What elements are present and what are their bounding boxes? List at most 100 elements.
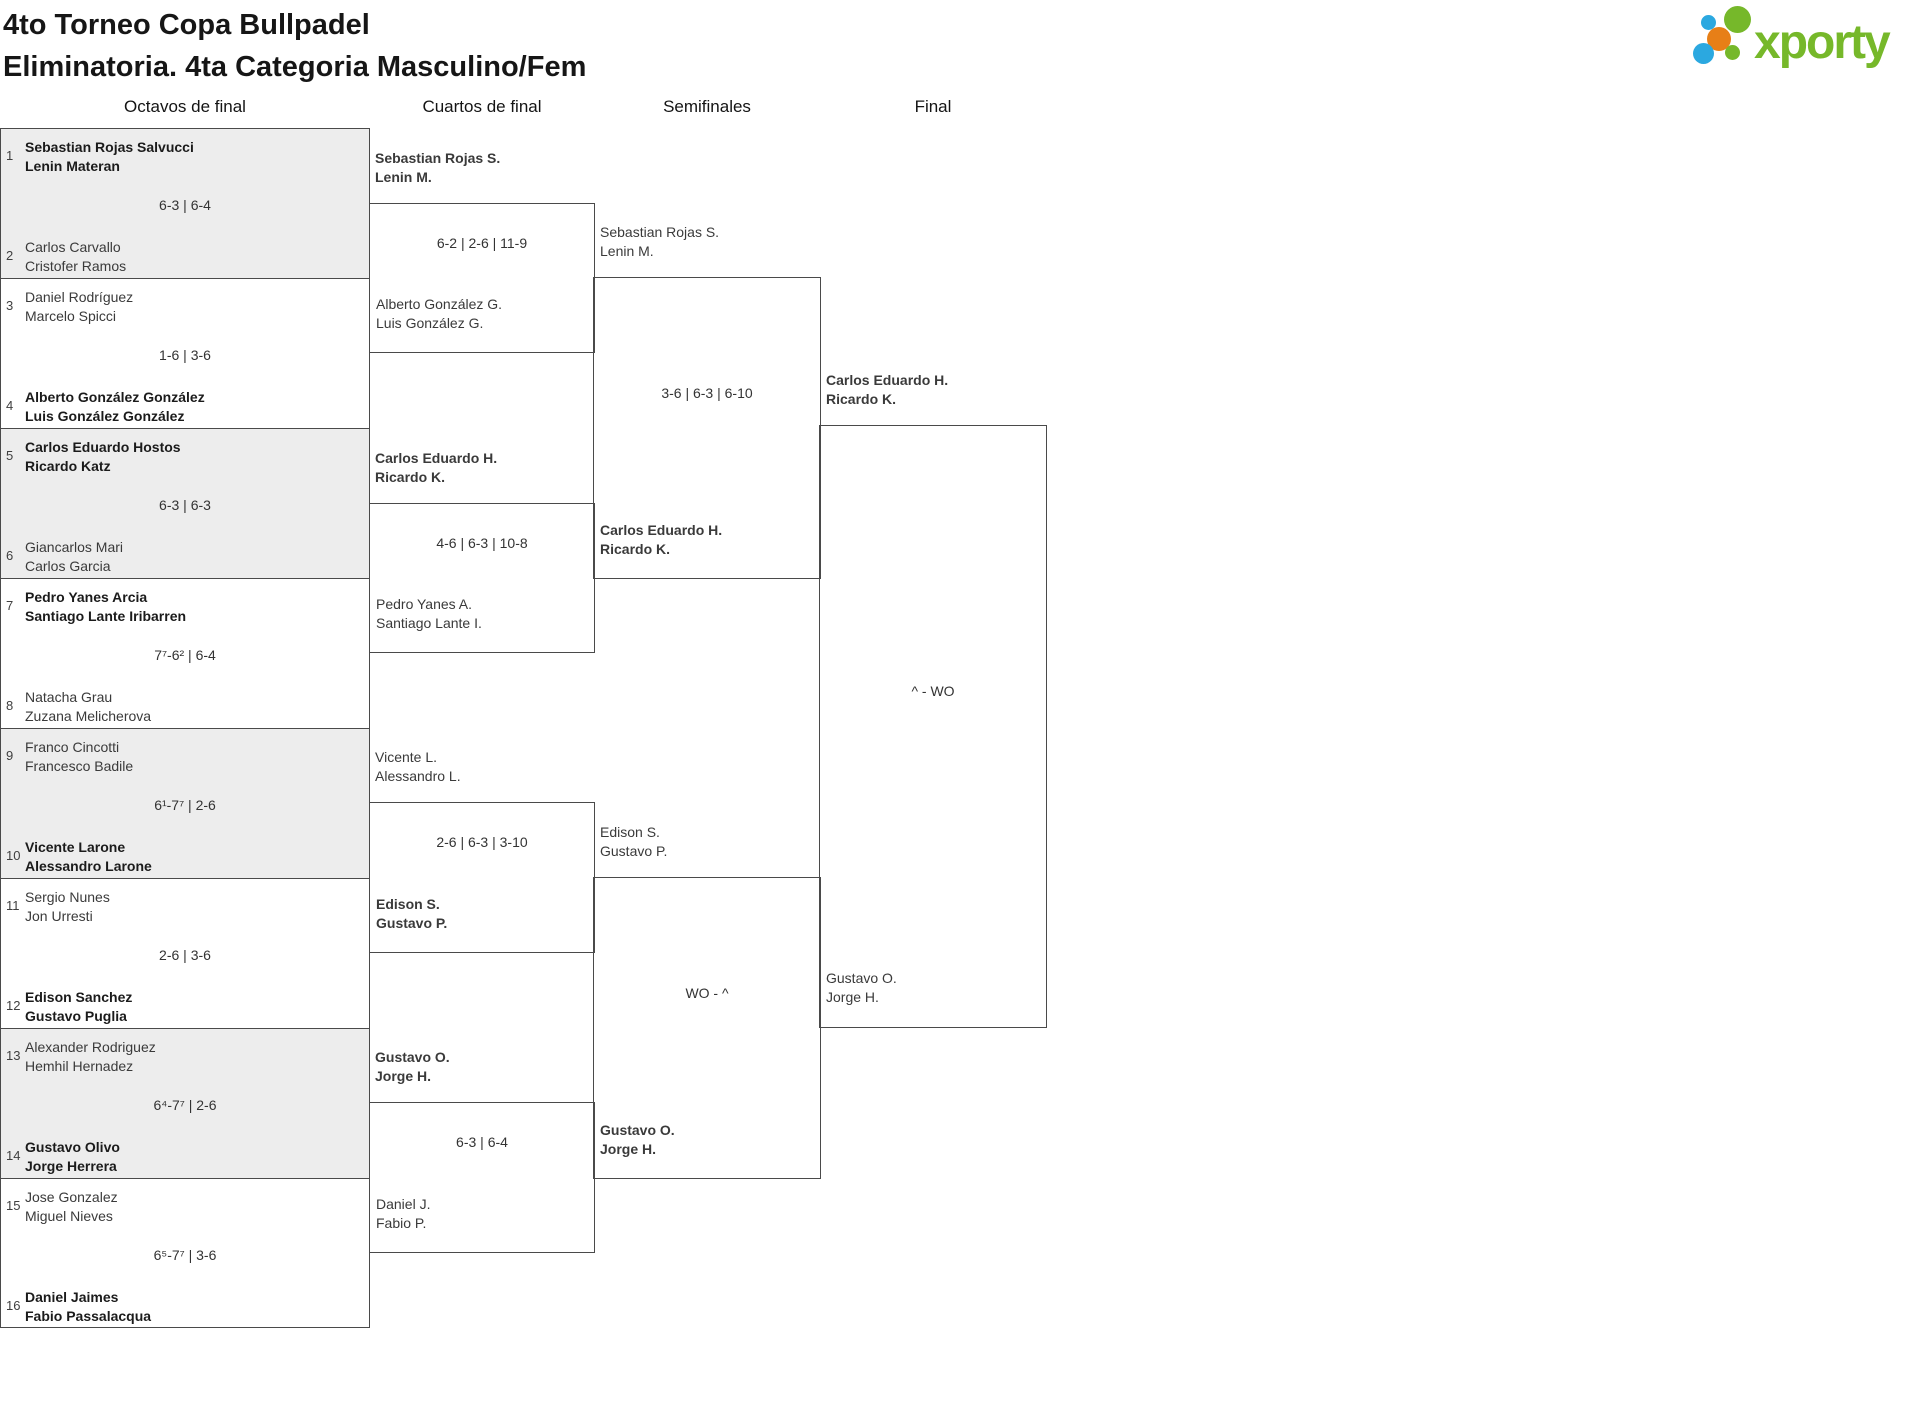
team-names: Carlos Eduardo Hostos Ricardo Katz (25, 438, 181, 476)
qf2-score: 4-6 | 6-3 | 10-8 (436, 535, 528, 551)
player-name: Jorge H. (375, 1068, 432, 1084)
player-name: Gustavo P. (376, 915, 448, 931)
team-names: Alberto González González Luis González … (25, 388, 205, 426)
player-name: Carlos Carvallo (25, 239, 121, 255)
logo-dot-green-small-icon (1725, 45, 1740, 60)
player-name: Pedro Yanes A. (376, 596, 472, 612)
player-name: Daniel Jaimes (25, 1289, 119, 1305)
player-name: Jorge H. (826, 989, 879, 1005)
player-name: Edison S. (376, 896, 440, 912)
qf3-box: 2-6 | 6-3 | 3-10 Edison S. Gustavo P. (369, 802, 595, 953)
round-header-cuartos: Cuartos de final (422, 97, 542, 116)
match-score: 6⁴-7⁷ | 2-6 (153, 1097, 217, 1113)
match-score: 2-6 | 3-6 (159, 947, 211, 963)
player-name: Jorge Herrera (25, 1158, 117, 1174)
xporty-logo: xporty (1690, 3, 1920, 83)
player-name: Daniel Rodríguez (25, 289, 134, 305)
tournament-title-block: 4to Torneo Copa Bullpadel Eliminatoria. … (3, 4, 586, 88)
sf1-box: 3-6 | 6-3 | 6-10 Carlos Eduardo H. Ricar… (593, 277, 821, 579)
seed-number: 16 (6, 1298, 21, 1313)
player-name: Hemhil Hernadez (25, 1058, 134, 1074)
qf1-score: 6-2 | 2-6 | 11-9 (436, 235, 528, 251)
player-name: Franco Cincotti (25, 739, 120, 755)
seed-number: 1 (6, 148, 14, 163)
seed-number: 11 (6, 898, 20, 913)
player-name: Alexander Rodriguez (25, 1039, 156, 1055)
player-name: Carlos Eduardo H. (826, 372, 949, 388)
sf2-box: WO - ^ Gustavo O. Jorge H. (593, 877, 821, 1179)
qf4-score: 6-3 | 6-4 (456, 1134, 508, 1150)
player-name: Vicente L. (375, 749, 438, 765)
r16-match-8: 15 Jose Gonzalez Miguel Nieves 6⁵-7⁷ | 3… (0, 1178, 370, 1328)
seed-number: 5 (6, 448, 14, 463)
player-name: Luis González G. (376, 315, 484, 331)
match-score: 6-3 | 6-3 (159, 497, 211, 513)
team-names: Alexander Rodriguez Hemhil Hernadez (25, 1038, 156, 1076)
player-name: Giancarlos Mari (25, 539, 124, 555)
match-score: 1-6 | 3-6 (159, 347, 211, 363)
qf1-bottom-team: Alberto González G. Luis González G. (376, 295, 502, 333)
player-name: Pedro Yanes Arcia (25, 589, 148, 605)
seed-number: 14 (6, 1148, 21, 1163)
player-name: Cristofer Ramos (25, 258, 127, 274)
qf2-box: 4-6 | 6-3 | 10-8 Pedro Yanes A. Santiago… (369, 503, 595, 653)
team-names: Edison Sanchez Gustavo Puglia (25, 988, 132, 1026)
player-name: Natacha Grau (25, 689, 113, 705)
match-score: 6⁵-7⁷ | 3-6 (153, 1247, 217, 1263)
r16-match-4: 7 Pedro Yanes Arcia Santiago Lante Iriba… (0, 578, 370, 728)
player-name: Jorge H. (600, 1141, 657, 1157)
player-name: Gustavo O. (375, 1049, 450, 1065)
team-names: Carlos Carvallo Cristofer Ramos (25, 238, 126, 276)
final-score: ^ - WO (911, 683, 955, 699)
team-names: Daniel Jaimes Fabio Passalacqua (25, 1288, 151, 1326)
round-header-final: Final (914, 97, 952, 116)
seed-number: 15 (6, 1198, 21, 1213)
seed-number: 6 (6, 548, 14, 563)
player-name: Luis González González (25, 408, 185, 424)
match-score: 7⁷-6² | 6-4 (154, 647, 216, 663)
seed-number: 13 (6, 1048, 21, 1063)
qf1-box: 6-2 | 2-6 | 11-9 Alberto González G. Lui… (369, 203, 595, 353)
team-names: Gustavo Olivo Jorge Herrera (25, 1138, 120, 1176)
round-header-octavos: Octavos de final (124, 97, 246, 116)
player-name: Gustavo P. (600, 843, 668, 859)
final-runnerup-team: Gustavo O. Jorge H. (826, 969, 897, 1007)
player-name: Ricardo K. (600, 541, 671, 557)
r16-match-3: 5 Carlos Eduardo Hostos Ricardo Katz 6-3… (0, 428, 370, 578)
logo-wordmark: xporty (1754, 16, 1891, 69)
player-name: Alessandro Larone (25, 858, 152, 874)
r16-match-6: 11 Sergio Nunes Jon Urresti 2-6 | 3-6 12… (0, 878, 370, 1028)
player-name: Edison S. (600, 824, 660, 840)
sf2-top-team: Edison S. Gustavo P. (600, 823, 667, 861)
player-name: Carlos Garcia (25, 558, 111, 574)
seed-number: 12 (6, 998, 21, 1013)
team-names: Jose Gonzalez Miguel Nieves (25, 1188, 118, 1226)
qf4-bottom-team: Daniel J. Fabio P. (376, 1195, 430, 1233)
seed-number: 9 (6, 748, 14, 763)
r16-match-1: 1 Sebastian Rojas Salvucci Lenin Materan… (0, 128, 370, 278)
qf1-top-team: Sebastian Rojas S. Lenin M. (375, 149, 500, 187)
team-names: Giancarlos Mari Carlos Garcia (25, 538, 123, 576)
player-name: Marcelo Spicci (25, 308, 117, 324)
seed-number: 8 (6, 698, 14, 713)
team-names: Daniel Rodríguez Marcelo Spicci (25, 288, 133, 326)
sf1-score: 3-6 | 6-3 | 6-10 (661, 385, 753, 401)
player-name: Sebastian Rojas S. (600, 224, 720, 240)
player-name: Lenin Materan (25, 158, 120, 174)
player-name: Ricardo K. (375, 469, 446, 485)
player-name: Edison Sanchez (25, 989, 133, 1005)
player-name: Daniel J. (376, 1196, 431, 1212)
tournament-subtitle: Eliminatoria. 4ta Categoria Masculino/Fe… (3, 51, 587, 83)
seed-number: 4 (6, 398, 14, 413)
player-name: Alessandro L. (375, 768, 461, 784)
sf1-bottom-team: Carlos Eduardo H. Ricardo K. (600, 521, 722, 559)
player-name: Carlos Eduardo H. (375, 450, 498, 466)
qf3-bottom-team: Edison S. Gustavo P. (376, 895, 447, 933)
r16-match-5: 9 Franco Cincotti Francesco Badile 6¹-7⁷… (0, 728, 370, 878)
sf2-score: WO - ^ (685, 985, 729, 1001)
player-name: Gustavo Olivo (25, 1139, 120, 1155)
r16-match-2: 3 Daniel Rodríguez Marcelo Spicci 1-6 | … (0, 278, 370, 428)
player-name: Alberto González G. (376, 296, 503, 312)
player-name: Francesco Badile (25, 758, 134, 774)
player-name: Fabio Passalacqua (25, 1308, 152, 1324)
